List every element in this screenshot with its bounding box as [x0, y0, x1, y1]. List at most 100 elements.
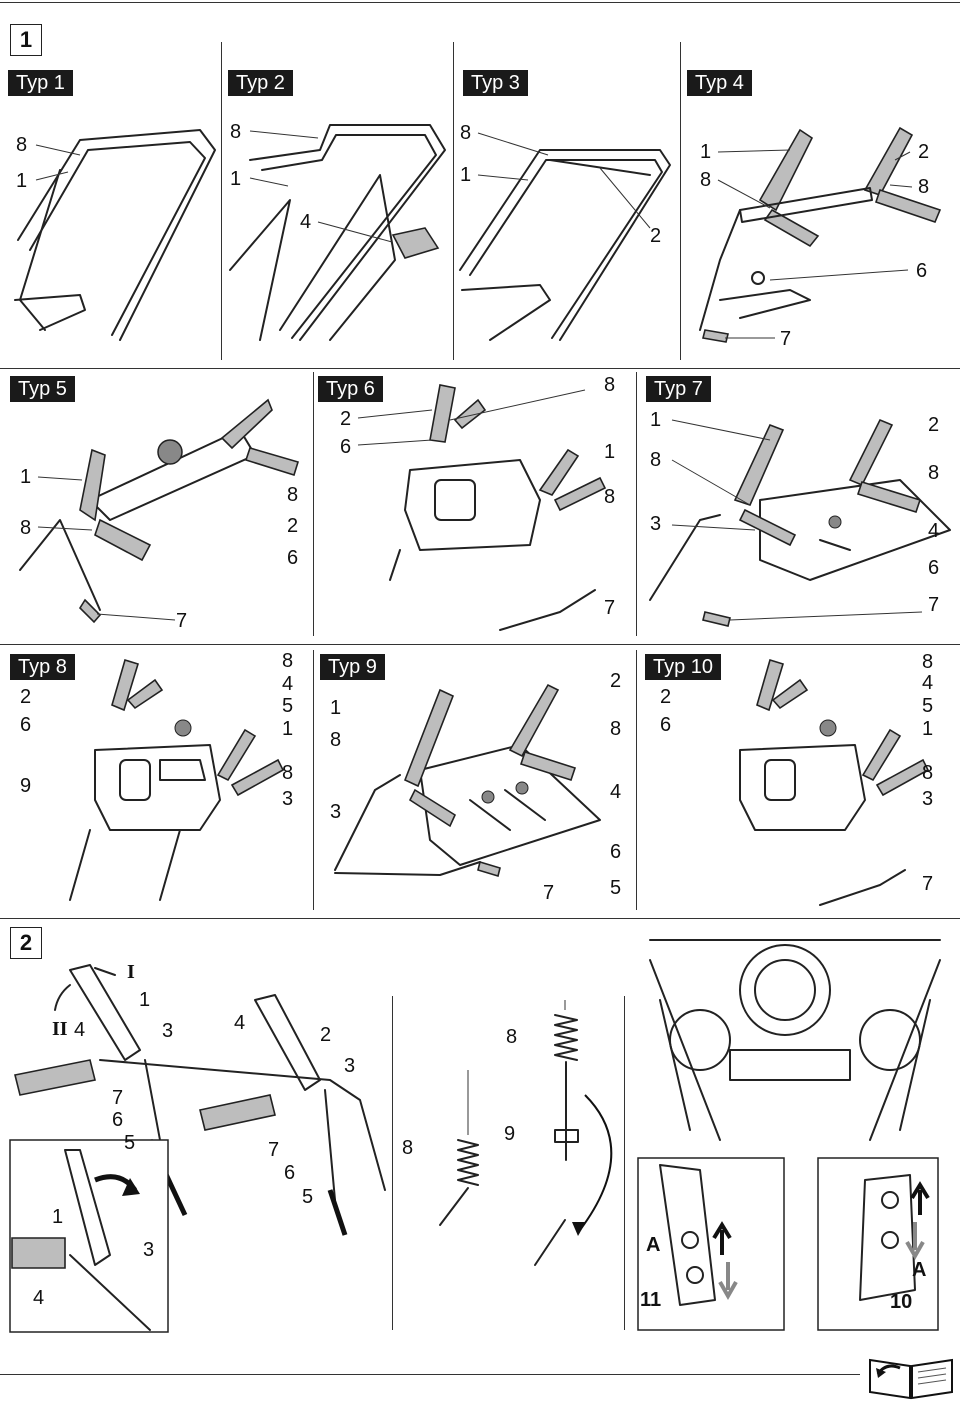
book-page-turn-icon[interactable] — [866, 1352, 956, 1400]
callout: 5 — [282, 695, 294, 717]
callout: 7 — [922, 873, 934, 895]
callout: 6 — [660, 714, 672, 736]
callout: 8 — [16, 134, 28, 156]
typ4-handle-drawing — [699, 126, 942, 343]
callout: 6 — [916, 260, 928, 282]
fig2-detail-10 — [817, 1157, 939, 1331]
col-divider — [453, 42, 454, 360]
callout: 4 — [928, 520, 940, 542]
fig2-springs-drawing — [439, 1000, 613, 1266]
callout: 8 — [330, 729, 342, 751]
typ2-handle-drawing — [229, 124, 446, 341]
callout: 9 — [20, 775, 32, 797]
callout: 3 — [143, 1239, 155, 1261]
typ9-handle-drawing — [334, 683, 601, 878]
callout: 7 — [112, 1087, 124, 1109]
leader-lines — [35, 130, 923, 621]
fig2-engine-view — [649, 939, 941, 1141]
callout: 1 — [230, 168, 242, 190]
callout: 6 — [610, 841, 622, 863]
col-divider — [624, 996, 625, 1330]
callout: A — [912, 1259, 927, 1281]
callout: 3 — [344, 1055, 356, 1077]
callout: 6 — [340, 436, 352, 458]
fig2-detail-11 — [637, 1157, 785, 1331]
callout: 1 — [16, 170, 28, 192]
callout: 2 — [340, 408, 352, 430]
callout: 3 — [162, 1020, 174, 1042]
typ6-machine-drawing — [389, 384, 607, 631]
callout: 5 — [610, 877, 622, 899]
typ7-handle-drawing — [649, 418, 951, 627]
callout: 7 — [604, 597, 616, 619]
callout: 2 — [287, 515, 299, 537]
col-divider — [636, 372, 637, 636]
type-badge: Typ 4 — [687, 70, 752, 96]
callout: 8 — [230, 121, 242, 143]
callout: A — [646, 1234, 661, 1256]
callout: 8 — [610, 718, 622, 740]
callout: 8 — [604, 486, 616, 508]
callout: 8 — [922, 762, 934, 784]
callout: 8 — [402, 1137, 414, 1159]
callout: 3 — [330, 801, 342, 823]
callout: 10 — [890, 1291, 913, 1313]
callout: 2 — [928, 414, 940, 436]
callout: 6 — [928, 557, 940, 579]
callout: 1 — [330, 697, 342, 719]
callout: 6 — [287, 547, 299, 569]
callout: 3 — [922, 788, 934, 810]
col-divider — [636, 650, 637, 910]
callout: 8 — [460, 122, 472, 144]
callout: 1 — [922, 718, 934, 740]
callout: 7 — [928, 594, 940, 616]
type-badge: Typ 6 — [318, 376, 383, 402]
type-badge: Typ 3 — [463, 70, 528, 96]
callout: 2 — [650, 225, 662, 247]
type-badge: Typ 5 — [10, 376, 75, 402]
section-number-2: 2 — [10, 927, 42, 959]
callout: 2 — [918, 141, 930, 163]
callout: 8 — [922, 651, 934, 673]
callout: 8 — [700, 169, 712, 191]
top-rule — [0, 2, 960, 3]
callout: 6 — [284, 1162, 296, 1184]
callout: 2 — [20, 686, 32, 708]
callout: 8 — [650, 449, 662, 471]
callout: 8 — [20, 517, 32, 539]
col-divider — [392, 996, 393, 1330]
callout: 3 — [282, 788, 294, 810]
col-divider — [221, 42, 222, 360]
callout: 8 — [918, 176, 930, 198]
callout: 8 — [287, 484, 299, 506]
fig2-detail-inset — [9, 1139, 169, 1333]
callout: 7 — [268, 1139, 280, 1161]
callout: 4 — [282, 673, 294, 695]
callout: 1 — [700, 141, 712, 163]
callout: 3 — [650, 513, 662, 535]
callout: 7 — [543, 882, 555, 904]
callout: 1 — [460, 164, 472, 186]
callout: 6 — [112, 1109, 124, 1131]
callout: 8 — [928, 462, 940, 484]
callout: 4 — [33, 1287, 45, 1309]
callout: 2 — [320, 1024, 332, 1046]
col-divider — [680, 42, 681, 360]
typ3-handle-drawing — [459, 149, 671, 341]
callout: 4 — [610, 781, 622, 803]
callout: 11 — [640, 1289, 662, 1311]
bottom-rule — [0, 1374, 860, 1375]
type-badge: Typ 1 — [8, 70, 73, 96]
col-divider — [313, 650, 314, 910]
callout: 8 — [282, 650, 294, 672]
callout: 5 — [124, 1132, 136, 1154]
callout: 2 — [660, 686, 672, 708]
callout: 7 — [780, 328, 792, 350]
callout: I — [127, 961, 135, 983]
typ5-handle-drawing — [19, 398, 300, 624]
type-badge: Typ 7 — [646, 376, 711, 402]
callout: 1 — [20, 466, 32, 488]
type-badge: Typ 9 — [320, 654, 385, 680]
callout: 5 — [922, 695, 934, 717]
